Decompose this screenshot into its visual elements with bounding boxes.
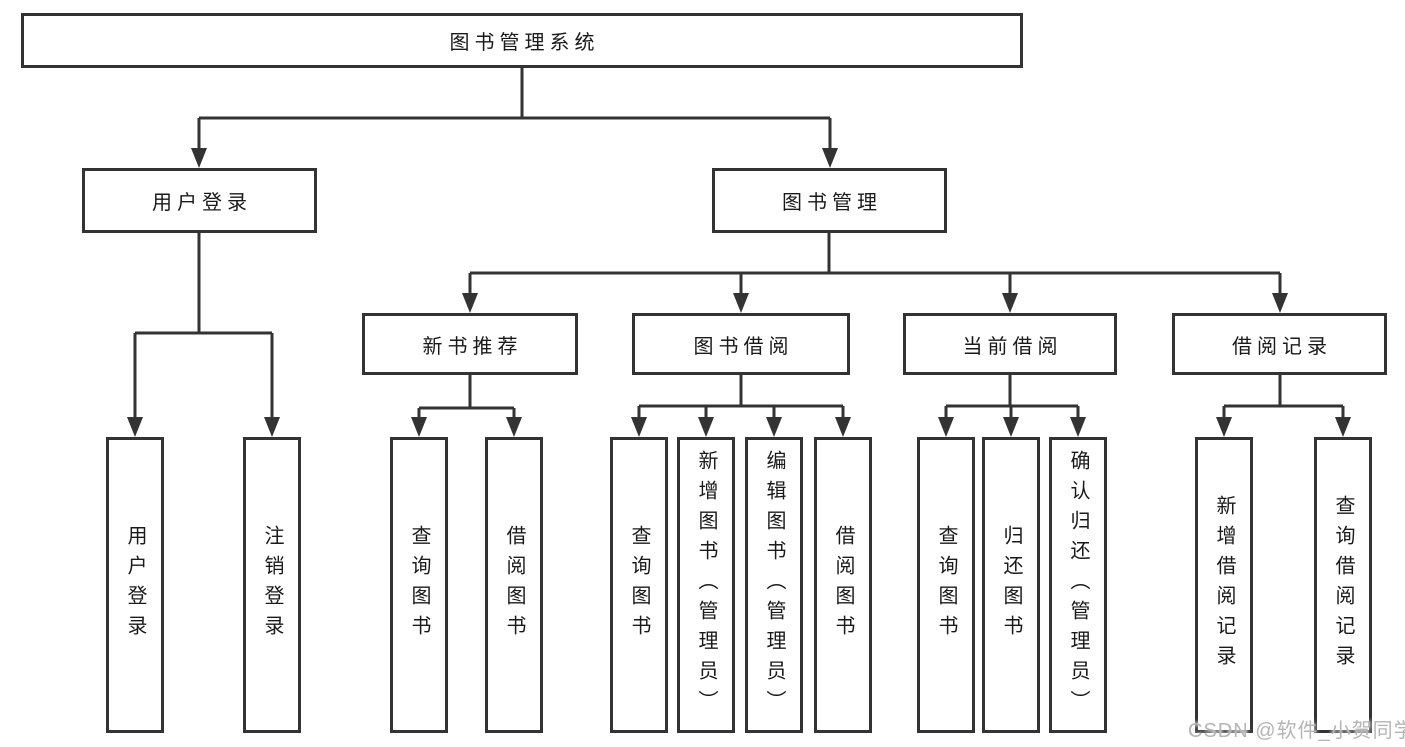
leaf-logout: 注销登录 [243,437,301,733]
leaf-user-login: 用户登录 [106,437,164,733]
node-book-management: 图书管理 [712,168,947,233]
node-book-borrow-label: 图书借阅 [693,335,794,358]
node-current-borrow-label: 当前借阅 [962,335,1063,358]
leaf-edit-books-admin: 编辑图书（管理员） [745,437,803,733]
node-library-system: 图书管理系统 [21,13,1023,68]
leaf-confirm-return-admin: 确认归还（管理员） [1049,437,1107,733]
node-book-borrow: 图书借阅 [632,313,850,375]
node-user-login: 用户登录 [82,168,317,233]
csdn-watermark: CSDN @软件_小贺同学 [1188,720,1405,742]
node-borrow-records-label: 借阅记录 [1232,335,1332,358]
leaf-borrow-books-1: 借阅图书 [485,437,543,733]
leaf-query-books-3: 查询图书 [917,437,975,733]
leaf-query-books-1: 查询图书 [390,437,448,733]
node-library-system-label: 图书管理系统 [449,32,600,54]
leaf-add-books-admin: 新增图书（管理员） [677,437,735,733]
leaf-borrow-books-2: 借阅图书 [814,437,872,733]
node-user-login-label: 用户登录 [152,192,252,214]
leaf-query-borrow-record: 查询借阅记录 [1314,437,1372,733]
node-book-management-label: 图书管理 [782,192,882,214]
leaf-return-books: 归还图书 [982,437,1040,733]
leaf-query-books-2: 查询图书 [610,437,668,733]
node-current-borrow: 当前借阅 [903,313,1117,375]
node-new-book-recommend-label: 新书推荐 [422,335,523,358]
leaf-add-borrow-record: 新增借阅记录 [1195,437,1253,733]
node-new-book-recommend: 新书推荐 [362,313,578,375]
node-borrow-records: 借阅记录 [1172,313,1387,375]
